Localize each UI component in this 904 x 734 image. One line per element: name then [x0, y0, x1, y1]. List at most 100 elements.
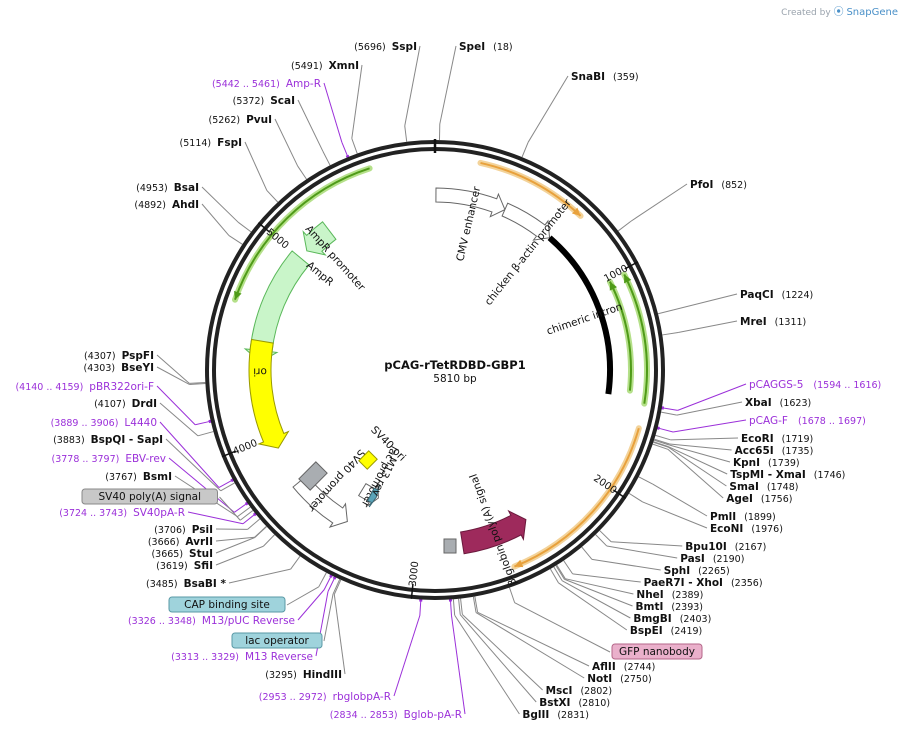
site-bsmi-pos: (3767): [105, 472, 137, 483]
site-hindiii-pos: (3295): [265, 670, 297, 681]
site-pmli-pos: (1899): [744, 512, 776, 523]
site-econi-pos: (1976): [751, 524, 783, 535]
site-pmli-leader-a: [638, 476, 654, 485]
site-bmgbi-leader-b: [561, 580, 631, 619]
site-ahdi-leader-b: [201, 203, 230, 236]
site-scai-name: ScaI: [270, 95, 295, 107]
primer-arc-head-outer-orange-bottom: [514, 559, 524, 568]
site-acc65i-leader-b: [669, 443, 732, 451]
boxed-gfp-nanobody-box: [611, 643, 703, 660]
site-kpni-leader-b: [669, 444, 731, 463]
primer-rbglobpa-r-name: rbglobpA-R: [333, 691, 391, 703]
primer-pcaggs-5-leader-b: [677, 383, 747, 411]
feature-label-chimeric-intron: chimeric intron: [545, 301, 624, 338]
site-bspei-leader-b: [558, 582, 628, 631]
site-bstxi-leader-b: [459, 614, 537, 703]
primer-arc-outer-orange-bottom: [514, 428, 640, 568]
site-mrei-pos: (1311): [775, 317, 807, 328]
site-spei-leader-b: [439, 45, 457, 125]
primer-arc-green-right-1: [623, 273, 648, 404]
primer-bglob-pa-r-name: Bglob-pA-R: [404, 709, 462, 721]
site-noti-leader-a: [472, 596, 477, 613]
site-acc65i-pos: (1735): [782, 446, 814, 457]
site-agei-name: AgeI: [726, 493, 753, 505]
site-bmgbi-leader-a: [553, 566, 563, 581]
boxed-cap-binding-site-leader-b: [286, 586, 320, 606]
site-bspei-pos: (2419): [671, 626, 703, 637]
primer-l4440-name: L4440: [124, 417, 157, 429]
site-bseyi-name: BseYI: [121, 362, 154, 374]
primer-l4440-leader-a: [218, 479, 234, 488]
boxed-lac-operator-leader-a: [332, 579, 341, 595]
site-pfoi-name: PfoI: [690, 179, 713, 191]
feature-label-ampr-promoter: AmpR promoter: [303, 223, 368, 294]
boxed-sv40-poly-a-signal-box: [81, 488, 218, 505]
site-bspei-name: BspEI: [630, 625, 663, 637]
primer-m13-reverse-range: (3313 .. 3329): [171, 652, 239, 663]
site-xmni-leader-a: [351, 138, 358, 154]
site-agei-pos: (1756): [761, 494, 793, 505]
primer-rbglobpa-r-leader-a: [419, 599, 422, 616]
site-bpu10i-leader-a: [599, 530, 612, 543]
site-bspqi-sapi-pos: (3883): [53, 435, 85, 446]
credit-brand: SnapGene: [846, 7, 898, 18]
site-econi-name: EcoNI: [710, 523, 743, 535]
primer-m13-puc-reverse-range: (3326 .. 3348): [128, 616, 196, 627]
site-bmti-leader-b: [564, 578, 633, 607]
site-pasi-pos: (2190): [713, 554, 745, 565]
site-bpu10i-name: Bpu10I: [685, 541, 727, 553]
feature-beta-globin-poly-a-signal: [460, 509, 527, 555]
site-stui-name: StuI: [189, 548, 213, 560]
site-bsai-name: BsaI: [174, 182, 199, 194]
site-snabi-pos: (359): [613, 72, 639, 83]
site-stui-pos: (3665): [151, 549, 183, 560]
site-snabi-leader-b: [527, 75, 569, 143]
site-scai-leader-b: [297, 99, 324, 152]
boxed-cap-binding-site-label: CAP binding site: [184, 599, 270, 611]
site-mrei-name: MreI: [740, 316, 767, 328]
site-nhei-name: NheI: [636, 589, 663, 601]
primer-sv40pa-r-leader-a: [242, 513, 256, 525]
site-bstxi-leader-a: [458, 598, 461, 615]
site-psii-leader-a: [247, 518, 261, 530]
primer-sv40pa-r-name: SV40pA-R: [133, 507, 185, 519]
tick-mark-1000: [624, 261, 639, 270]
site-spei-pos: (18): [493, 42, 513, 53]
site-bmti-leader-a: [555, 565, 565, 580]
box-gray-block-1: [298, 461, 328, 491]
site-agei-leader-b: [667, 448, 724, 499]
site-avrii-pos: (3666): [148, 537, 180, 548]
primer-pcag-f-range: (1678 .. 1697): [798, 416, 866, 427]
site-sspi-leader-b: [404, 45, 421, 126]
site-pfoi-leader-a: [617, 220, 632, 232]
site-spei-name: SpeI: [459, 41, 485, 53]
site-ahdi-pos: (4892): [134, 200, 166, 211]
primer-bglob-pa-r-leader-a: [449, 599, 452, 616]
site-noti-pos: (2750): [620, 674, 652, 685]
site-paqci-pos: (1224): [782, 290, 814, 301]
primer-l4440-range: (3889 .. 3906): [51, 418, 119, 429]
site-smai-leader-a: [653, 441, 669, 448]
site-xmni-name: XmnI: [329, 60, 359, 72]
site-smai-pos: (1748): [767, 482, 799, 493]
site-bspei-leader-a: [549, 568, 559, 584]
site-snabi-name: SnaBI: [571, 71, 605, 83]
boxed-cap-binding-site-box: [168, 596, 286, 613]
tick-label-4000: 4000: [231, 438, 259, 458]
site-sfii-pos: (3619): [156, 561, 188, 572]
labels: SpeI(18)SnaBI(359)PfoI(852)PaqCI(1224)Mr…: [15, 41, 881, 721]
site-smai-name: SmaI: [729, 481, 759, 493]
site-agei-leader-a: [652, 443, 669, 450]
site-bsai-leader-a: [237, 221, 252, 233]
site-bglii-leader-a: [452, 599, 456, 616]
site-pvui-leader-a: [297, 165, 307, 180]
box-gray-block-2: [443, 538, 457, 554]
site-paer7i-xhoi-pos: (2356): [731, 578, 763, 589]
site-xbai-leader-a: [661, 411, 677, 416]
site-bmgbi-name: BmgBI: [633, 613, 671, 625]
site-pasi-leader-a: [595, 534, 608, 547]
snapgene-logo-icon: ⦿: [833, 7, 844, 18]
site-ahdi-name: AhdI: [172, 199, 199, 211]
site-xbai-name: XbaI: [745, 397, 772, 409]
site-bmti-pos: (2393): [671, 602, 703, 613]
